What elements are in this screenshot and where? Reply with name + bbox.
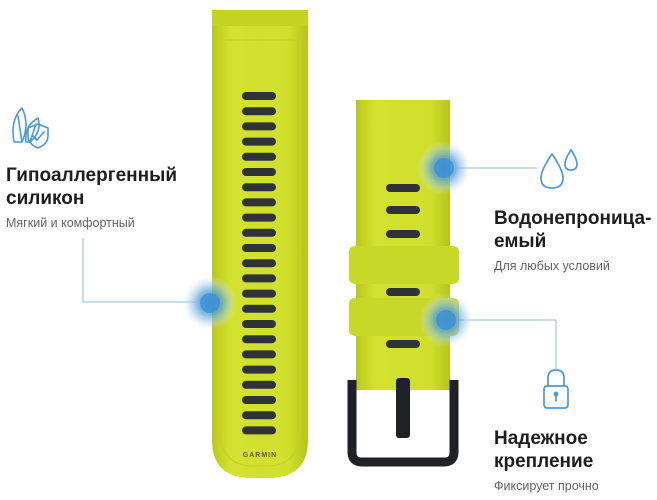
strap-hole [386, 340, 420, 348]
strap-hole [242, 183, 276, 192]
strap-hole [242, 380, 276, 389]
feature-title: Водонепроница- емый [494, 208, 652, 252]
hotspot-right-bottom [419, 293, 473, 347]
feature-title: Надежное крепление [494, 428, 594, 472]
strap-hole [242, 335, 276, 344]
long-strap: GARMIN [212, 10, 308, 478]
strap-hole [386, 184, 420, 192]
strap-hole [242, 152, 276, 161]
strap-hole [386, 288, 420, 296]
feature-subtitle: Мягкий и комфортный [6, 216, 135, 230]
strap-hole [242, 122, 276, 131]
hotspot-left [183, 276, 237, 330]
feature-secure: Надежное крепление Фиксирует прочно [494, 427, 654, 493]
strap-hole [242, 274, 276, 283]
strap-hole [242, 259, 276, 268]
strap-hole [386, 230, 420, 238]
padlock-icon [543, 369, 569, 409]
leaf-shield-check-icon [12, 107, 49, 149]
strap-hole [242, 92, 276, 100]
feature-title: Гипоаллергенный силикон [6, 165, 178, 209]
feature-waterproof: Водонепроница- емый Для любых условий [494, 207, 654, 273]
feature-hypoallergenic: Гипоаллергенный силикон Мягкий и комфорт… [6, 164, 206, 230]
strap-hole [386, 206, 420, 214]
strap-hole [242, 411, 276, 420]
strap-hole [242, 137, 276, 146]
water-drops-icon [540, 149, 578, 189]
strap-hole [242, 304, 276, 313]
feature-subtitle: Для любых условий [494, 259, 610, 273]
strap-hole [242, 168, 276, 176]
strap-hole [242, 365, 276, 374]
strap-hole [242, 228, 276, 237]
strap-hole [242, 350, 276, 359]
svg-text:GARMIN: GARMIN [243, 452, 277, 459]
strap-hole [242, 426, 276, 435]
strap-hole [242, 213, 276, 222]
strap-hole [242, 107, 276, 116]
strap-hole [242, 244, 276, 252]
strap-hole [242, 198, 276, 207]
strap-hole [242, 396, 276, 404]
hotspot-right-top [417, 141, 471, 195]
strap-hole [242, 289, 276, 298]
feature-subtitle: Фиксирует прочно [494, 479, 599, 493]
strap-hole [242, 320, 276, 328]
